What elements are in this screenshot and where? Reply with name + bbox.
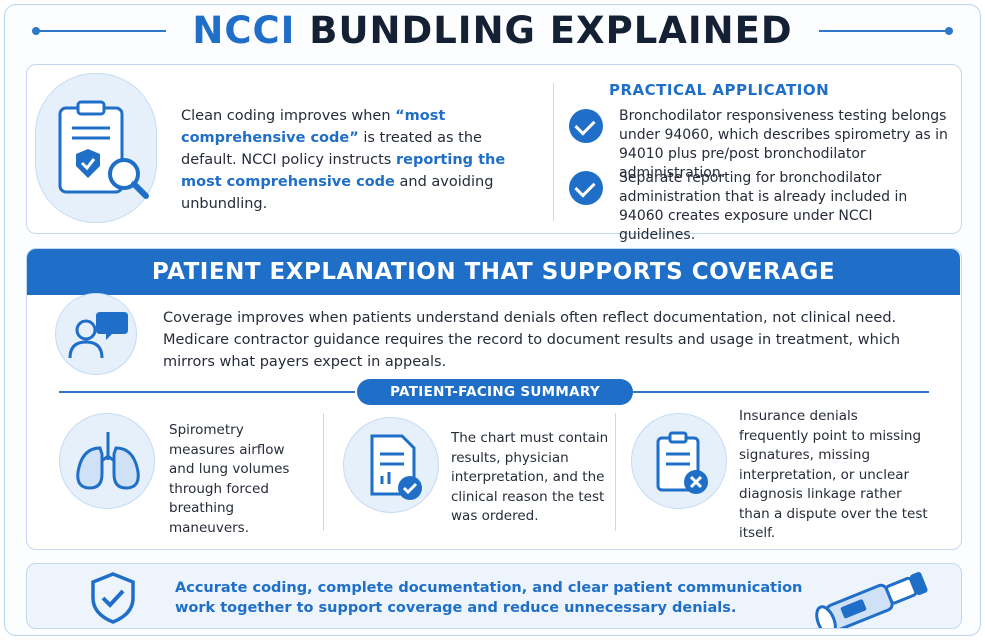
patient-paragraph: Coverage improves when patients understa… bbox=[163, 310, 901, 370]
coding-divider bbox=[553, 83, 554, 221]
coding-text-3: and avoiding unbundling. bbox=[181, 174, 494, 212]
spirometer-icon bbox=[805, 568, 945, 628]
check-circle-icon bbox=[569, 109, 603, 143]
clipboard-shield-icon bbox=[35, 73, 157, 223]
title-rule-left bbox=[36, 30, 166, 32]
magnifier-icon bbox=[108, 158, 149, 199]
page-title: NCCI BUNDLING EXPLAINED bbox=[0, 8, 985, 54]
summary-rule-left bbox=[59, 391, 355, 393]
coding-text-1: Clean coding improves when bbox=[181, 108, 396, 124]
summary-item-2: The chart must contain results, physicia… bbox=[451, 430, 609, 524]
footer-card: Accurate coding, complete documentation,… bbox=[26, 563, 962, 629]
check-circle-icon bbox=[569, 171, 603, 205]
coding-paragraph: Clean coding improves when “most compreh… bbox=[181, 105, 541, 215]
title-dot-right bbox=[945, 27, 953, 35]
patient-card: PATIENT EXPLANATION THAT SUPPORTS COVERA… bbox=[26, 248, 962, 550]
coding-card: Clean coding improves when “most compreh… bbox=[26, 64, 962, 243]
patient-banner-text: PATIENT EXPLANATION THAT SUPPORTS COVERA… bbox=[151, 259, 836, 285]
practical-heading: PRACTICAL APPLICATION bbox=[609, 81, 830, 99]
title-row: NCCI BUNDLING EXPLAINED bbox=[0, 8, 985, 54]
title-accent: NCCI bbox=[192, 9, 296, 52]
practical-item-1: Bronchodilator responsiveness testing be… bbox=[619, 108, 948, 181]
summary-item-1: Spirometry measures airflow and lung vol… bbox=[169, 422, 290, 536]
title-rest: BUNDLING EXPLAINED bbox=[309, 9, 793, 52]
coding-highlight-1: “most comprehensive code” bbox=[181, 108, 446, 146]
document-check-icon bbox=[343, 417, 439, 513]
summary-item-3: Insurance denials frequently point to mi… bbox=[739, 408, 928, 541]
coding-text-2: is treated as the default. NCCI policy i… bbox=[181, 130, 482, 168]
title-rule-right bbox=[819, 30, 949, 32]
person-chat-icon bbox=[55, 293, 137, 375]
clipboard-x-icon bbox=[631, 413, 727, 509]
summary-label: PATIENT-FACING SUMMARY bbox=[357, 379, 633, 405]
footer-text: Accurate coding, complete documentation,… bbox=[175, 580, 803, 616]
summary-divider-2 bbox=[615, 413, 616, 531]
lungs-icon bbox=[59, 413, 155, 509]
summary-divider-1 bbox=[323, 413, 324, 531]
summary-rule-right bbox=[633, 391, 929, 393]
coding-highlight-2: reporting the most comprehensive code bbox=[181, 152, 506, 190]
shield-check-icon bbox=[87, 570, 139, 624]
patient-banner: PATIENT EXPLANATION THAT SUPPORTS COVERA… bbox=[27, 249, 960, 295]
practical-item-2: Separate reporting for bronchodilator ad… bbox=[619, 170, 908, 243]
